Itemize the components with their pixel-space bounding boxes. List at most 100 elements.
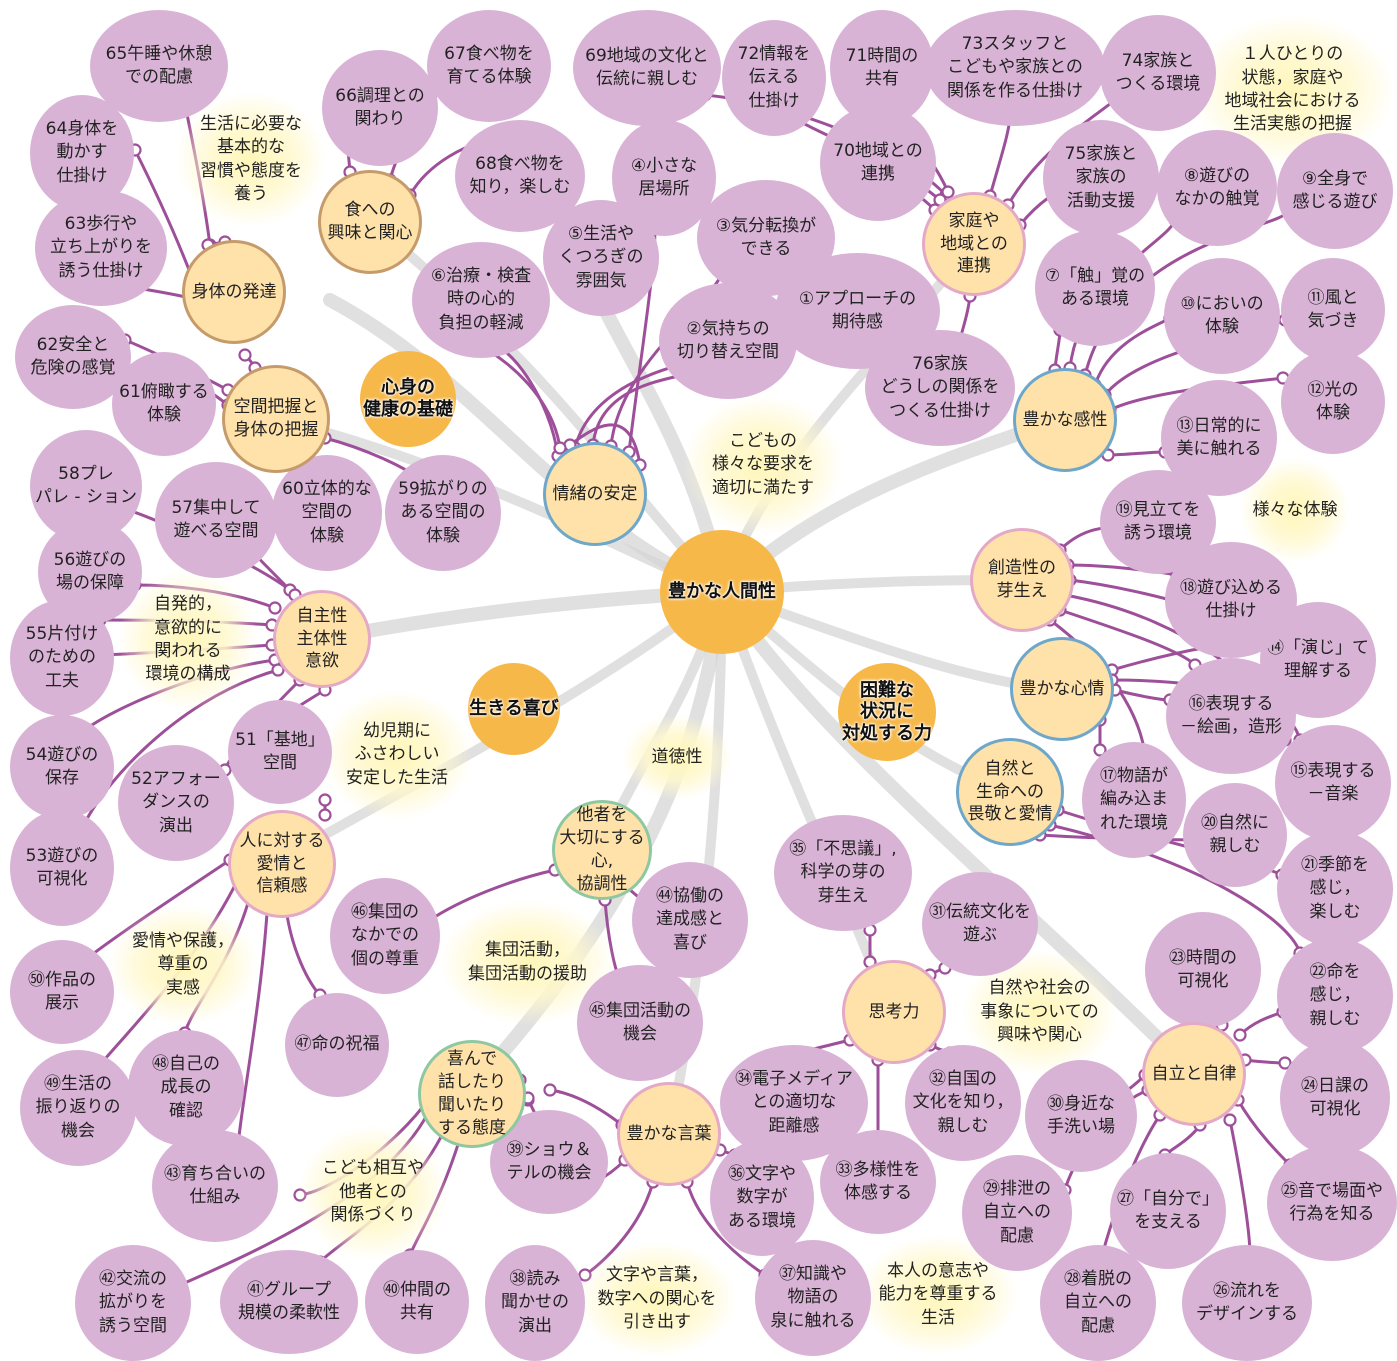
leaf-62: 62安全と 危険の感覚 — [15, 305, 131, 409]
connector-line — [133, 148, 195, 282]
hub-nature-reverence: 自然と 生命への 畏敬と愛情 — [956, 738, 1064, 846]
pillar-joy: 生きる喜び — [468, 663, 560, 755]
leaf-41: ㊶グループ 規模の柔軟性 — [220, 1250, 358, 1354]
leaf-67: 67食べ物を 育てる体験 — [427, 10, 551, 122]
leaf-49: ㊾生活の 振り返りの 機会 — [20, 1050, 136, 1166]
leaf-02: ②気持ちの 切り替え空間 — [659, 283, 797, 399]
leaf-42: ㊷交流の 拡がりを 誘う空間 — [75, 1245, 191, 1361]
hub-cooperation: 他者を 大切にする心, 協調性 — [552, 800, 652, 900]
note-stable-life: 幼児期に ふさわしい 安定した生活 — [322, 690, 472, 820]
hub-autonomy: 自主性 主体性 意欲 — [273, 590, 371, 688]
root-branch — [717, 587, 895, 1015]
leaf-10: ⑩においの 体験 — [1164, 258, 1280, 374]
connector-line — [1228, 1118, 1252, 1257]
leaf-74: 74家族と つくる環境 — [1100, 15, 1216, 131]
leaf-43: ㊸育ち合いの 仕組み — [152, 1130, 278, 1242]
leaf-25: ㉕音で場面や 行為を知る — [1267, 1145, 1397, 1261]
leaf-75: 75家族と 家族の 活動支援 — [1043, 120, 1159, 236]
leaf-53: 53遊びの 可視化 — [10, 810, 114, 926]
hub-creativity: 創造性の 芽生え — [970, 528, 1074, 632]
leaf-56: 56遊びの 場の保障 — [38, 520, 142, 624]
connector-dot — [238, 348, 252, 362]
connector-line — [568, 423, 642, 467]
leaf-11: ⑪風と 気づき — [1281, 258, 1385, 362]
hub-rich-emotion: 豊かな心情 — [1010, 637, 1114, 741]
hub-family-community: 家庭や 地域との 連携 — [922, 192, 1026, 296]
leaf-73: 73スタッフと こどもや家族との 関係を作る仕掛け — [925, 10, 1105, 126]
leaf-46: ㊻集団の なかでの 個の尊重 — [330, 878, 440, 994]
note-child-needs: こどもの 様々な要求を 適切に満たす — [683, 395, 843, 535]
hub-emotional-stability: 情緒の安定 — [543, 442, 647, 546]
leaf-57: 57集中して 遊べる空間 — [155, 462, 277, 578]
leaf-68: 68食べ物を 知り，楽しむ — [455, 120, 585, 232]
leaf-03: ③気分転換が できる — [697, 180, 835, 296]
leaf-47: ㊼命の祝福 — [285, 993, 389, 1097]
leaf-54: 54遊びの 保存 — [10, 715, 114, 819]
leaf-76: 76家族 どうしの関係を つくる仕掛け — [865, 330, 1015, 446]
leaf-12: ⑫光の 体験 — [1281, 350, 1385, 454]
leaf-09: ⑨全身で 感じる遊び — [1277, 133, 1393, 249]
connector-dot — [268, 601, 282, 615]
leaf-52: 52アフォー ダンスの 演出 — [118, 745, 234, 861]
connector-line — [1163, 1123, 1202, 1157]
leaf-40: ㊵仲間の 共有 — [365, 1250, 469, 1354]
hub-thinking: 思考力 — [842, 960, 946, 1064]
leaf-30: ㉚身近な 手洗い場 — [1025, 1060, 1137, 1172]
hub-food-interest: 食への 興味と関心 — [318, 170, 422, 274]
note-letters-numbers: 文字や言葉， 数字への関心を 引き出す — [577, 1242, 737, 1357]
leaf-38: ㊳読み 聞かせの 演出 — [485, 1245, 585, 1361]
leaf-08: ⑧遊びの なかの触覚 — [1157, 130, 1277, 246]
leaf-44: ㊹協働の 達成感と 喜び — [632, 862, 748, 978]
pillar-health: 心身の 健康の基礎 — [360, 351, 456, 447]
hub-spatial-awareness: 空間把握と 身体の把握 — [222, 365, 330, 473]
leaf-28: ㉘着脱の 自立への 配慮 — [1040, 1245, 1156, 1361]
leaf-63: 63歩行や 立ち上がりを 誘う仕掛け — [35, 190, 167, 306]
leaf-20: ⑳自然に 親しむ — [1183, 783, 1287, 887]
leaf-16: ⑯表現する －絵画，造形 — [1166, 658, 1296, 774]
leaf-29: ㉙排泄の 自立への 配慮 — [962, 1155, 1072, 1271]
leaf-36: ㊱文字や 数字が ある環境 — [710, 1140, 814, 1256]
leaf-07: ⑦「触」覚の ある環境 — [1035, 230, 1155, 346]
connector-line — [1058, 608, 1197, 667]
leaf-50: ㊿作品の 展示 — [10, 940, 114, 1044]
hub-rich-sensitivity: 豊かな感性 — [1013, 368, 1117, 472]
leaf-58: 58プレ パレ - ション — [30, 430, 142, 542]
hub-speaking-listening: 喜んで 話したり 聞いたり する態度 — [418, 1040, 526, 1148]
note-relationships: こども相互や 他者との 関係づくり — [298, 1125, 448, 1260]
leaf-19: ⑲見立てを 誘う環境 — [1100, 470, 1216, 574]
leaf-05: ⑤生活や くつろぎの 雰囲気 — [543, 200, 659, 316]
pillar-resilience: 困難な 状況に 対処する力 — [838, 663, 936, 761]
leaf-17: ⑰物語が 編み込ま れた環境 — [1082, 742, 1186, 858]
leaf-22: ㉒命を 感じ， 親しむ — [1277, 938, 1393, 1054]
connector-dot — [1233, 1028, 1247, 1042]
connector-line — [1238, 1010, 1285, 1037]
hub-trust: 人に対する 愛情と 信頼感 — [228, 810, 336, 918]
leaf-21: ㉑季節を 感じ， 楽しむ — [1277, 831, 1393, 947]
connector-line — [1106, 450, 1167, 457]
leaf-64: 64身体を 動かす 仕掛け — [30, 95, 134, 211]
leaf-66: 66調理との 関わり — [322, 50, 438, 166]
leaf-14: ⑭「演じ」て 理解する — [1260, 602, 1376, 718]
leaf-72: 72情報を 伝える 仕掛け — [722, 20, 826, 136]
leaf-45: ㊺集団活動の 機会 — [577, 965, 703, 1081]
leaf-26: ㉖流れを デザインする — [1182, 1245, 1312, 1361]
leaf-60: 60立体的な 空間の 体験 — [272, 455, 382, 571]
leaf-06: ⑥治療・検査 時の心的 負担の軽減 — [412, 242, 550, 358]
connector-line — [1066, 563, 1179, 577]
connector-dot — [318, 793, 332, 807]
hub-rich-language: 豊かな言葉 — [617, 1082, 721, 1186]
connector-dot — [553, 441, 567, 455]
connector-dot — [318, 808, 332, 822]
leaf-71: 71時間の 共有 — [830, 10, 934, 126]
leaf-48: ㊽自己の 成長の 確認 — [128, 1030, 244, 1146]
center-humanity: 豊かな人間性 — [660, 530, 784, 654]
leaf-51: 51「基地」 空間 — [228, 700, 332, 804]
leaf-35: ㉟「不思議」, 科学の芽の 芽生え — [774, 815, 912, 931]
leaf-31: ㉛伝統文化を 遊ぶ — [922, 872, 1038, 976]
leaf-24: ㉔日課の 可視化 — [1280, 1040, 1390, 1156]
note-affection: 愛情や保護， 尊重の 実感 — [108, 905, 258, 1025]
leaf-33: ㉝多様性を 体感する — [820, 1130, 936, 1234]
leaf-32: ㉜自国の 文化を知り， 親しむ — [905, 1045, 1021, 1161]
connector-dot — [1223, 1113, 1237, 1127]
leaf-27: ㉗「自分で」 を支える — [1110, 1153, 1226, 1269]
